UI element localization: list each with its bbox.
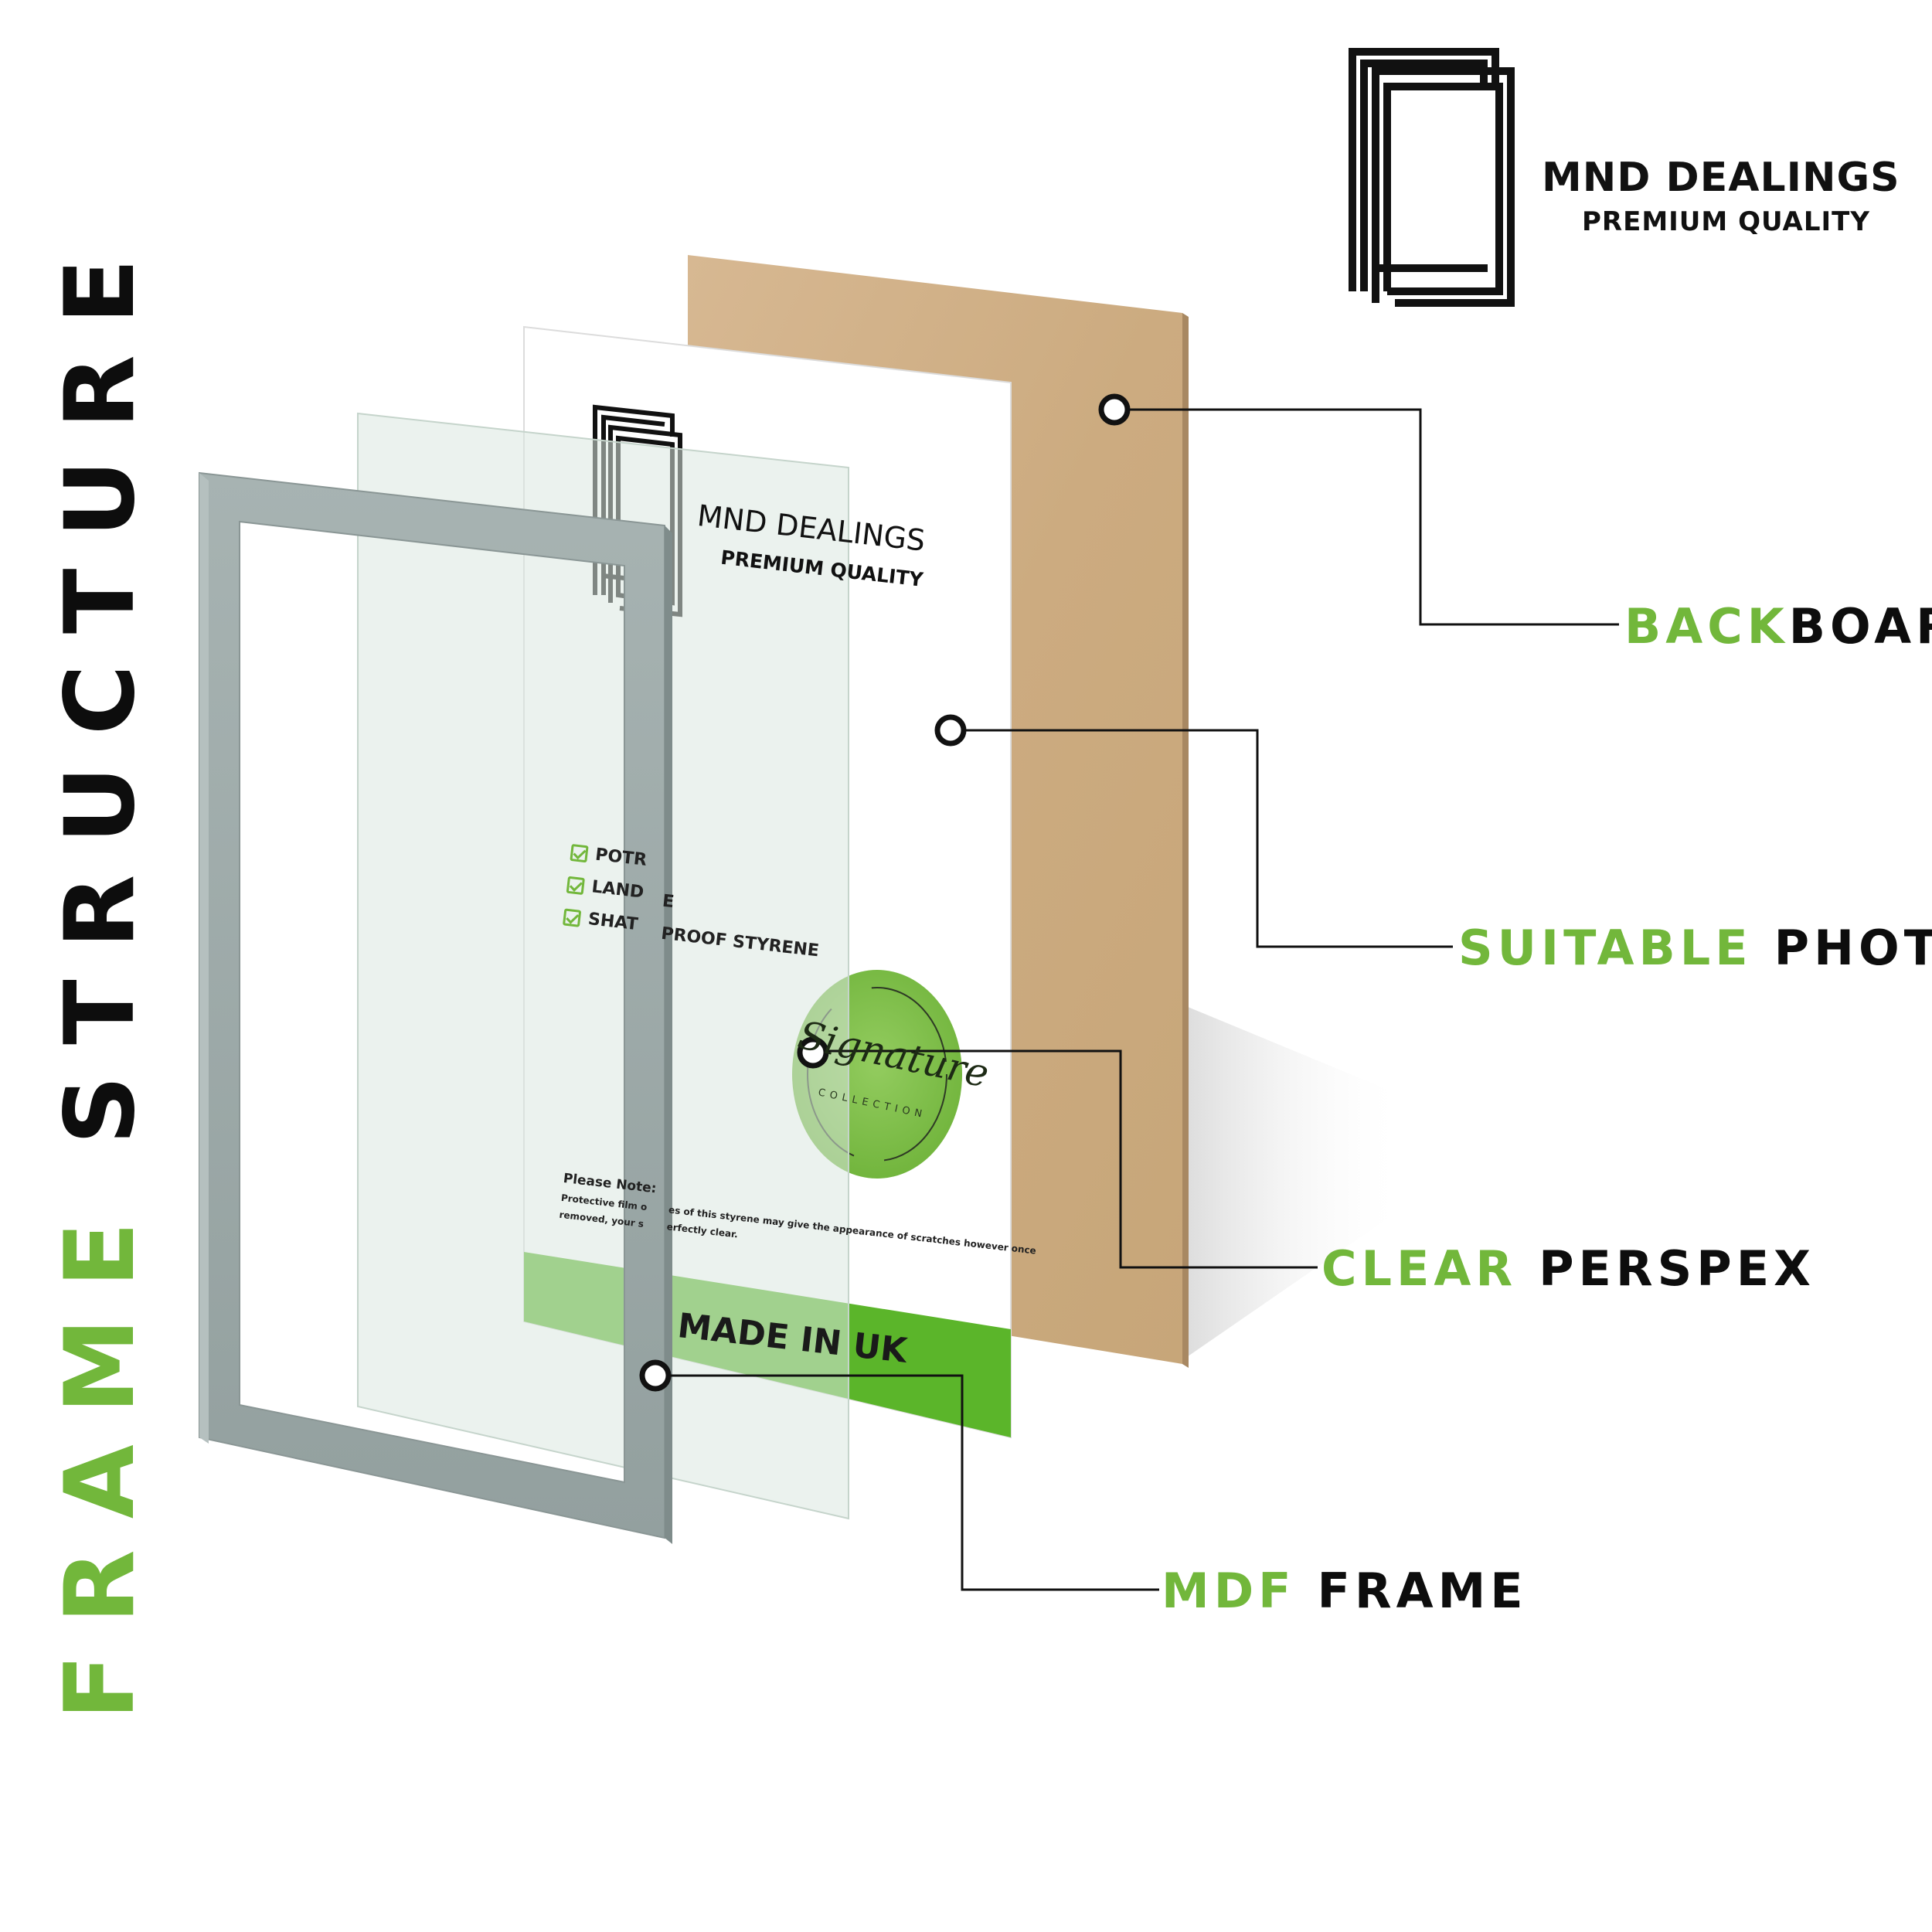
mdf-frame-layer [199, 471, 672, 1544]
marker-perspex [797, 1036, 829, 1069]
leader-backboard [1126, 408, 1619, 626]
leader-markers [639, 393, 1131, 1392]
callout-photo-rest: PHOTO [1774, 920, 1932, 976]
callout-perspex-accent: CLEAR [1321, 1240, 1518, 1297]
callout-backboard-accent: BACK [1624, 598, 1789, 655]
leader-photo [962, 729, 1453, 948]
check-item-2-tail: E [661, 891, 675, 913]
callout-frame-accent: MDF [1162, 1563, 1296, 1619]
marker-backboard [1098, 393, 1131, 426]
marker-frame [639, 1359, 672, 1392]
leader-frame [666, 1374, 1159, 1591]
clear-perspex-layer [357, 412, 849, 1520]
frame-logo-icon [1349, 48, 1515, 307]
leader-lines [666, 408, 1619, 1591]
callout-photo-accent: SUITABLE [1458, 920, 1753, 976]
checkbox-icon [570, 843, 589, 862]
callout-photo: SUITABLEPHOTO [1458, 924, 1932, 972]
marker-photo [934, 714, 967, 747]
backboard-shadow [1182, 1005, 1406, 1360]
callout-backboard-rest: BOARD [1788, 598, 1932, 655]
brand-logo: MND DEALINGS PREMIUM QUALITY [1349, 48, 1920, 311]
checkbox-icon [566, 876, 586, 895]
callout-perspex-rest: PERSPEX [1539, 1240, 1815, 1297]
checkbox-icon [563, 907, 582, 927]
frame-side-edge [665, 526, 672, 1544]
callout-backboard: BACKBOARD [1624, 603, 1932, 651]
callout-frame-rest: FRAME [1317, 1563, 1528, 1619]
brand-name: MND DEALINGS [1542, 155, 1900, 201]
brand-tagline: PREMIUM QUALITY [1582, 206, 1870, 237]
frame-left-edge [199, 473, 209, 1444]
leader-perspex [815, 1049, 1318, 1269]
backboard-edge [1182, 313, 1189, 1368]
